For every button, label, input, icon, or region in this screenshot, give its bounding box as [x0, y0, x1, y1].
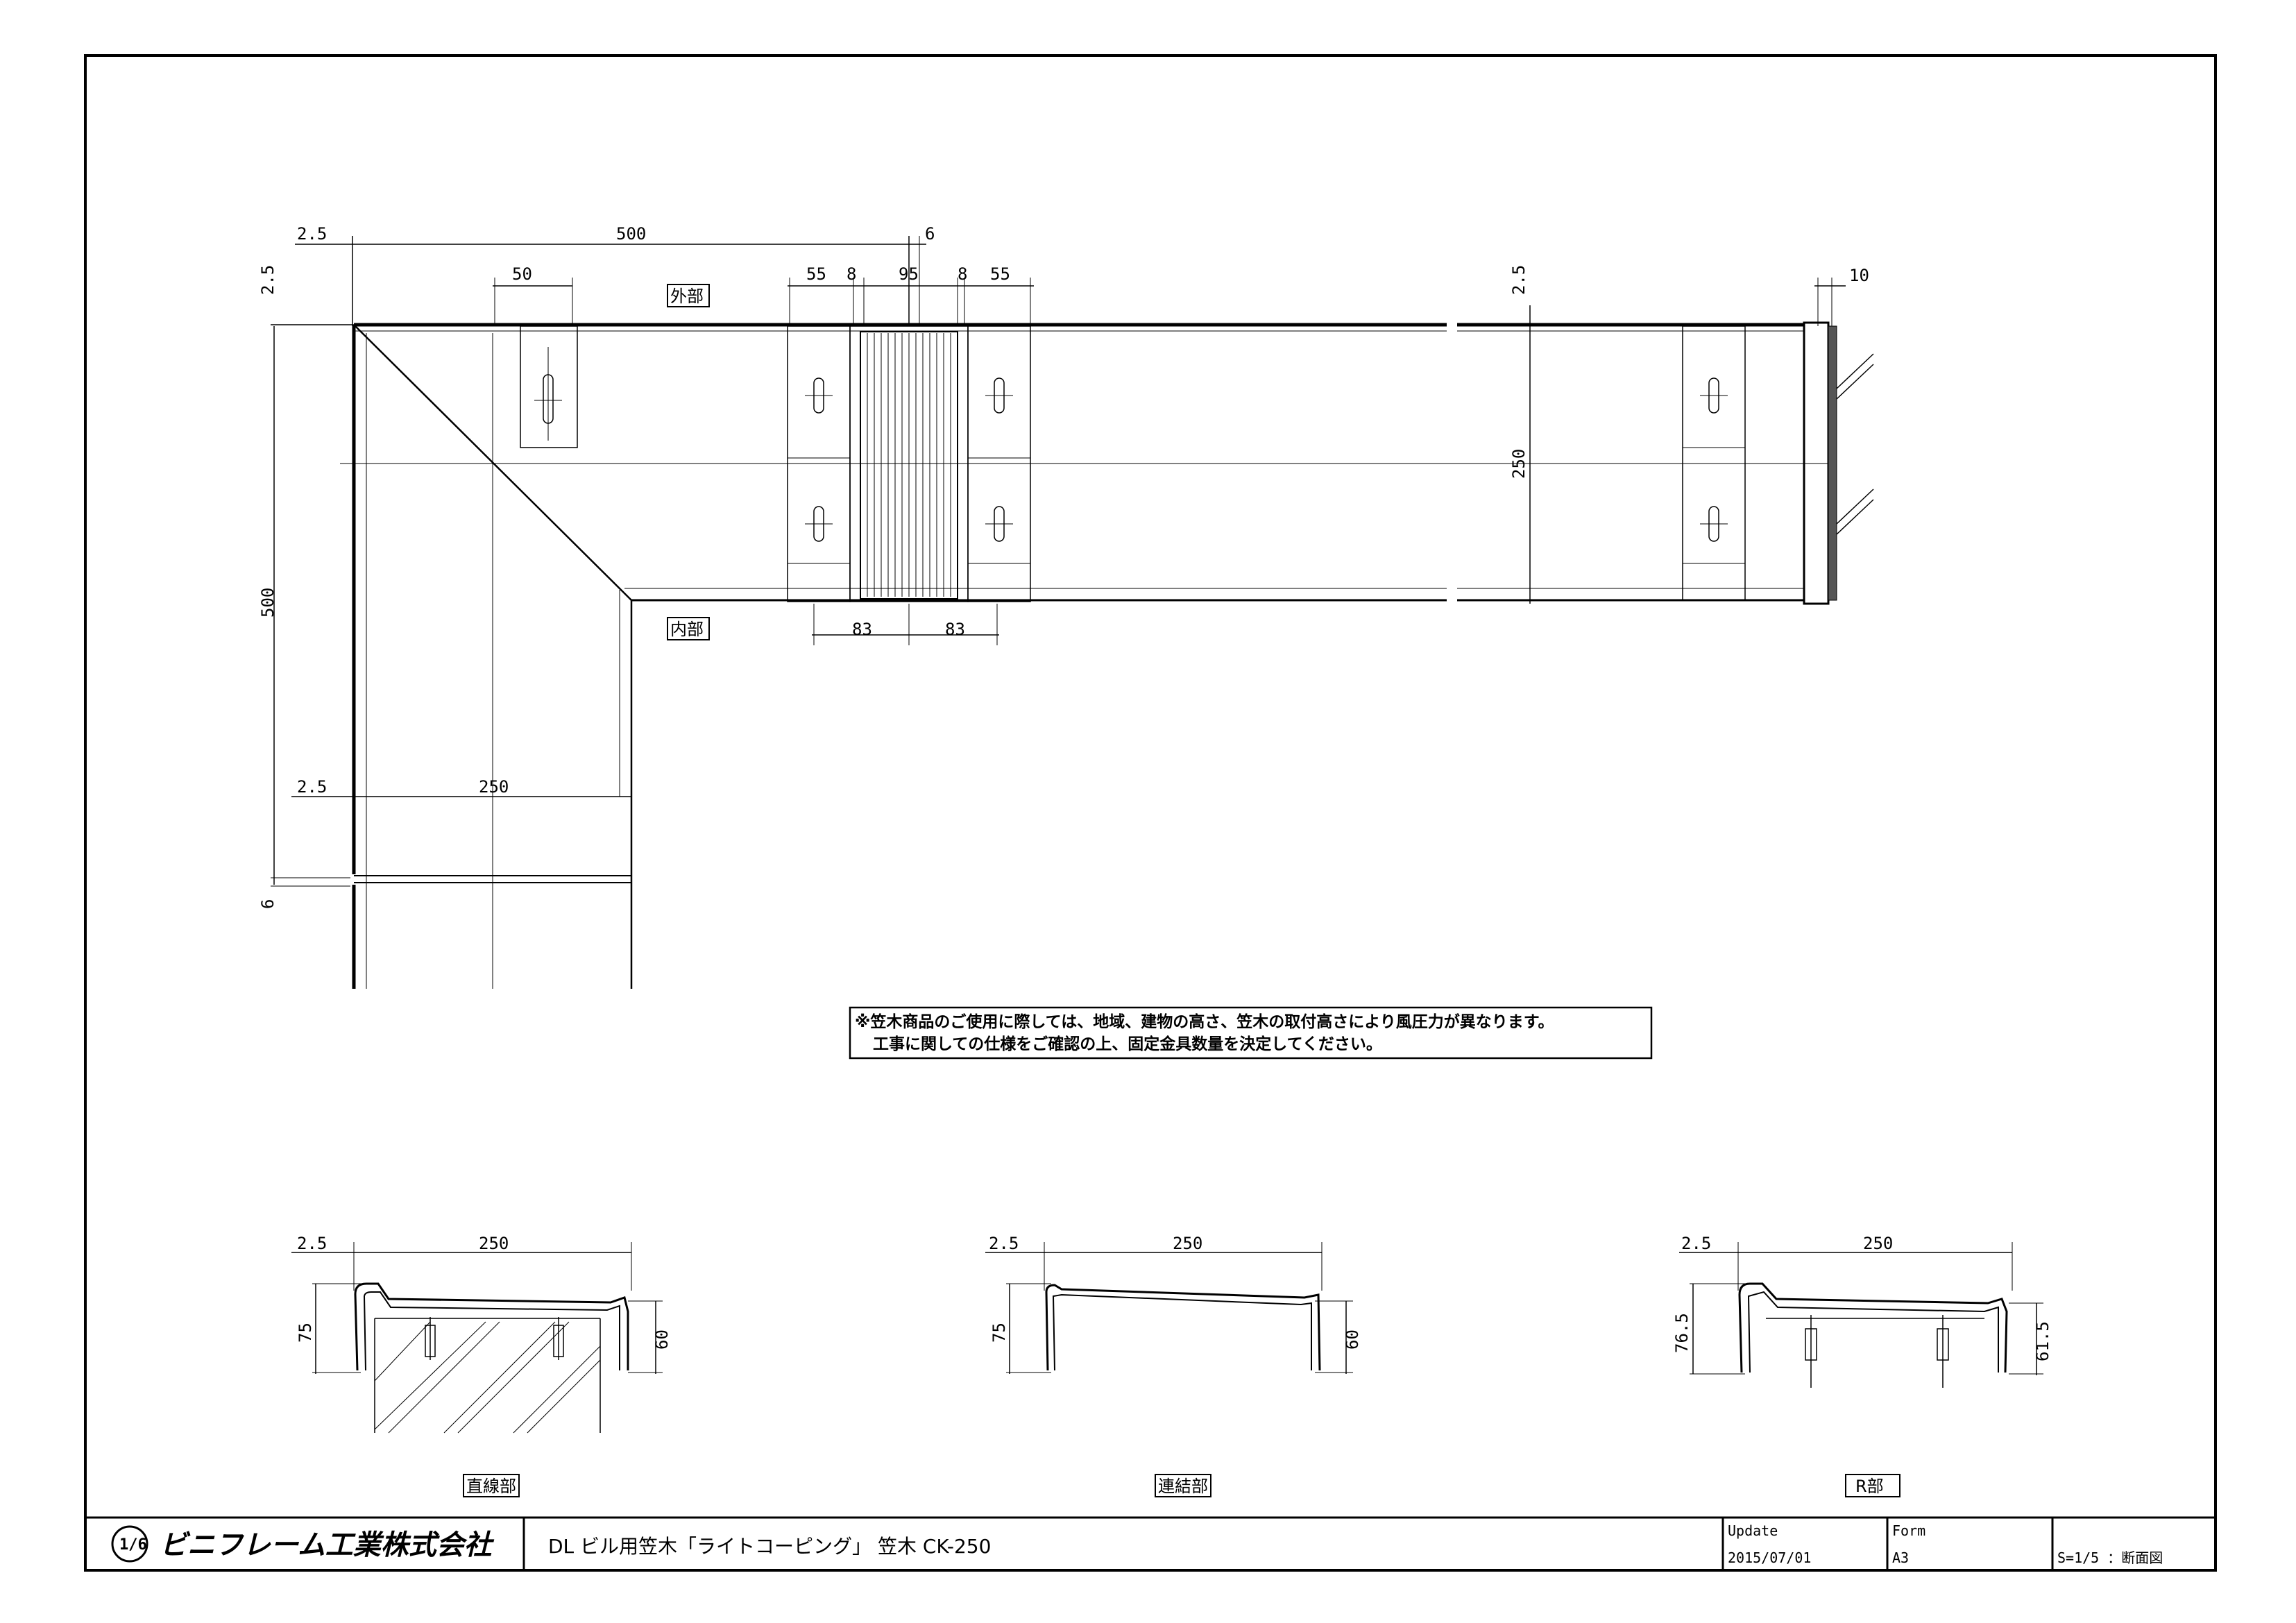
note-box: ※笠木商品のご使用に際しては、地域、建物の高さ、笠木の取付高さにより風圧力が異な…: [849, 1006, 1653, 1060]
sec2-small: 2.5: [989, 1234, 1019, 1253]
company-name: ビニフレーム工業株式会社: [160, 1529, 495, 1561]
company-logo-text: 1/6: [119, 1536, 147, 1554]
sec3-right-height: 61.5: [2033, 1321, 2052, 1361]
scale-text: S=1/5 ：断面図: [2057, 1549, 2163, 1566]
note-line-2: 工事に関しての仕様をご確認の上、固定金具数量を決定してください。: [873, 1035, 1382, 1053]
dim-right-small: 2.5: [1509, 265, 1529, 295]
sec3-label: R部: [1855, 1477, 1884, 1496]
update-label: Update: [1728, 1522, 1778, 1539]
sec2-left-height: 75: [989, 1323, 1009, 1343]
dim-right-height: 250: [1509, 449, 1529, 479]
note-line-1: ※笠木商品のご使用に際しては、地域、建物の高さ、笠木の取付高さにより風圧力が異な…: [855, 1012, 1554, 1031]
sheet-border: [84, 54, 2217, 1572]
section-joint: [985, 1242, 1353, 1374]
section-straight-labels: 2.5 250 75 60 直線部: [296, 1234, 672, 1497]
dim-top-left-small: 2.5: [297, 224, 327, 244]
title-block: [85, 1516, 2216, 1570]
dim-bottom-width: 250: [479, 777, 509, 797]
dim-top-width: 500: [616, 224, 646, 244]
sec3-left-height: 76.5: [1672, 1313, 1692, 1353]
section-r-labels: 2.5 250 76.5 61.5 R部: [1672, 1234, 2052, 1497]
dim-left-top-vertical: 2.5: [258, 265, 278, 295]
dim-joint-bottom-left: 83: [852, 620, 872, 639]
sec1-right-height: 60: [652, 1329, 672, 1350]
label-outside: 外部: [670, 287, 704, 306]
dim-joint-center: 95: [899, 264, 919, 284]
section-straight: [291, 1242, 663, 1434]
dim-left-height: 500: [258, 588, 278, 618]
form-value: A3: [1892, 1549, 1909, 1566]
dim-bottom-left-small: 2.5: [297, 777, 327, 797]
sec1-label: 直線部: [466, 1477, 516, 1496]
update-value: 2015/07/01: [1728, 1549, 1811, 1566]
drawing-title: DL ビル用笠木「ライトコーピング」 笠木 CK-250: [548, 1535, 991, 1558]
label-inside: 内部: [670, 620, 704, 639]
dim-end-cap: 10: [1849, 266, 1869, 285]
title-block-text: 1/6 ビニフレーム工業株式会社 DL ビル用笠木「ライトコーピング」 笠木 C…: [119, 1522, 2163, 1566]
sec3-width: 250: [1863, 1234, 1893, 1253]
sec3-small: 2.5: [1681, 1234, 1711, 1253]
sec1-width: 250: [479, 1234, 509, 1253]
dim-fixing-width: 50: [512, 264, 532, 284]
sec1-left-height: 75: [296, 1323, 315, 1343]
company-logo-icon: [111, 1525, 148, 1563]
plan-view: [271, 236, 1874, 989]
sec2-right-height: 60: [1343, 1329, 1362, 1350]
dim-top-gap: 6: [925, 224, 935, 244]
section-r: [1679, 1242, 2043, 1388]
dim-joint-left-gap: 8: [847, 264, 856, 284]
dim-bottom-gap: 6: [258, 899, 278, 909]
sec2-width: 250: [1173, 1234, 1202, 1253]
section-joint-labels: 2.5 250 75 60 連結部: [989, 1234, 1362, 1497]
form-label: Form: [1892, 1522, 1925, 1539]
sec1-small: 2.5: [297, 1234, 327, 1253]
dim-joint-bottom-right: 83: [945, 620, 965, 639]
dim-joint-right-plate: 55: [990, 264, 1010, 284]
sec2-label: 連結部: [1158, 1477, 1208, 1496]
plan-dim-labels: 2.5 500 6 50 55 8 95 8 55 10 2.5 250 2.5…: [258, 224, 1869, 909]
dim-joint-right-gap: 8: [958, 264, 967, 284]
dim-joint-left-plate: 55: [806, 264, 826, 284]
